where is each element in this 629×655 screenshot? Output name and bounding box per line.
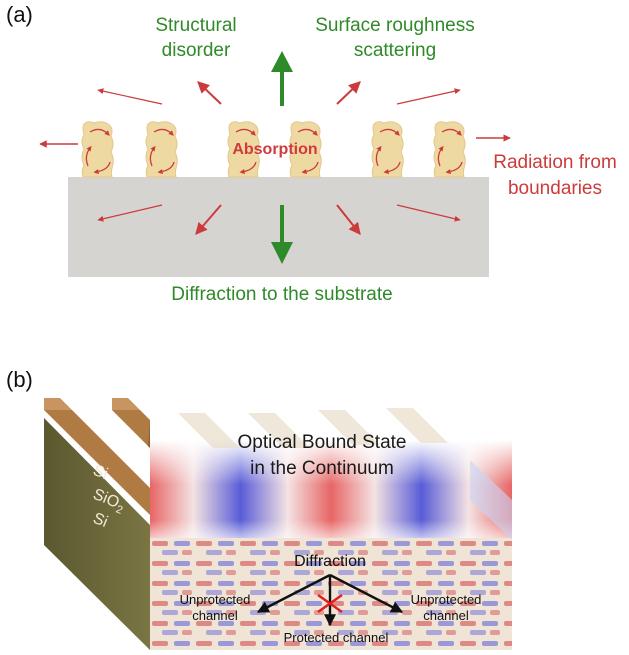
radiation-label-line2: boundaries <box>508 178 602 199</box>
layer-si-top: Si <box>91 462 111 483</box>
diffraction-arrows <box>256 573 404 627</box>
layer-sio2-sub: 2 <box>114 503 124 516</box>
unprotected-left-line1: Unprotected <box>180 592 251 607</box>
bic-title-line1: Optical Bound State <box>238 432 407 453</box>
protected-label: Protected channel <box>284 630 389 645</box>
green-arrows <box>271 51 293 264</box>
swirls <box>85 128 463 175</box>
absorption-label: Absorption <box>232 141 317 158</box>
unprotected-right-line2: channel <box>423 608 469 623</box>
diffraction-label: Diffraction <box>294 553 366 570</box>
radiation-label-line1: Radiation from <box>493 152 617 173</box>
copper-ridge-1 <box>44 410 150 515</box>
unprotected-left-line2: channel <box>192 608 238 623</box>
layer-si-bottom: Si <box>91 510 111 531</box>
structural-label-line2: disorder <box>162 40 231 61</box>
red-arrows <box>39 81 511 235</box>
copper-ridge-2 <box>112 410 150 448</box>
surface-label-line1: Surface roughness <box>315 15 475 36</box>
surface-label-line2: scattering <box>354 40 436 61</box>
pillars <box>81 121 466 178</box>
diffraction-substrate-label: Diffraction to the substrate <box>171 284 392 305</box>
side-wall <box>44 398 150 650</box>
bic-title-line2: in the Continuum <box>250 458 394 479</box>
blocked-x-icon <box>317 593 343 614</box>
panel-b-label: (b) <box>6 367 33 392</box>
panel-a-label: (a) <box>6 2 33 27</box>
grating-ridges <box>178 408 448 448</box>
unprotected-right-line1: Unprotected <box>411 592 482 607</box>
substrate-block <box>68 177 489 277</box>
structural-label-line1: Structural <box>155 15 236 36</box>
